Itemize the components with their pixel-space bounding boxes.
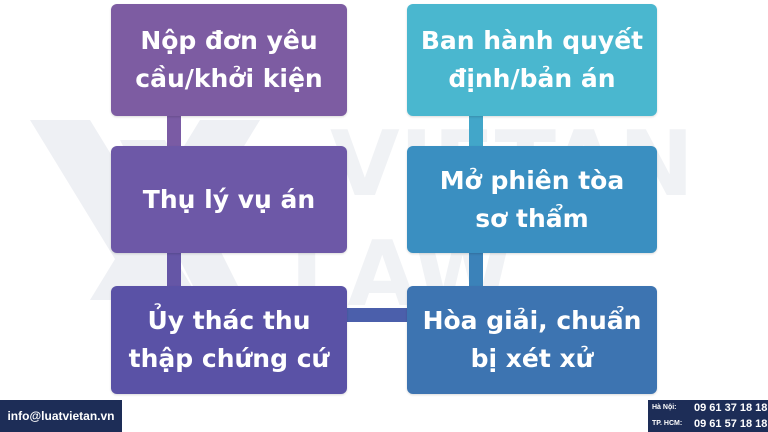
step-label-line1: Mở phiên tòa xyxy=(439,165,625,195)
connector-4-5 xyxy=(469,253,483,286)
step-label-line2: sơ thẩm xyxy=(475,203,589,233)
city-label: TP. HCM: xyxy=(652,420,683,427)
step-accept-case: Thụ lý vụ án xyxy=(111,146,347,253)
email-badge[interactable]: info@luatvietan.vn xyxy=(0,400,122,432)
phone-number[interactable]: 09 61 57 18 18 xyxy=(694,418,768,430)
step-collect-evidence: Ủy thác thu thập chứng cứ xyxy=(111,286,347,394)
connector-5-6 xyxy=(469,116,483,146)
phone-badge: Hà Nội: 09 61 37 18 18 TP. HCM: 09 61 57… xyxy=(648,400,768,432)
step-submit-petition: Nộp đơn yêu cầu/khởi kiện xyxy=(111,4,347,116)
phone-row-hanoi[interactable]: Hà Nội: 09 61 37 18 18 xyxy=(648,400,768,416)
connector-1-2 xyxy=(167,116,181,146)
email-text[interactable]: info@luatvietan.vn xyxy=(7,409,115,423)
step-label-line1: Ban hành quyết xyxy=(420,26,644,55)
step-label-line1: Thụ lý vụ án xyxy=(142,184,316,214)
step-mediation-preparation: Hòa giải, chuẩn bị xét xử xyxy=(407,286,657,394)
step-first-instance-trial: Mở phiên tòa sơ thẩm xyxy=(407,146,657,253)
step-label-line1: Hòa giải, chuẩn xyxy=(422,306,642,335)
step-issue-judgment: Ban hành quyết định/bản án xyxy=(407,4,657,116)
phone-row-hcm[interactable]: TP. HCM: 09 61 57 18 18 xyxy=(648,416,768,432)
phone-number[interactable]: 09 61 37 18 18 xyxy=(694,402,768,414)
connector-2-3 xyxy=(167,253,181,286)
step-label-line2: bị xét xử xyxy=(470,344,594,373)
step-label-line2: cầu/khởi kiện xyxy=(135,64,323,93)
step-label-line2: định/bản án xyxy=(448,64,616,93)
step-label-line2: thập chứng cứ xyxy=(128,344,330,373)
step-label-line1: Ủy thác thu xyxy=(147,306,311,335)
connector-3-4 xyxy=(347,308,407,322)
city-label: Hà Nội: xyxy=(652,404,677,411)
step-label-line1: Nộp đơn yêu xyxy=(140,26,318,55)
